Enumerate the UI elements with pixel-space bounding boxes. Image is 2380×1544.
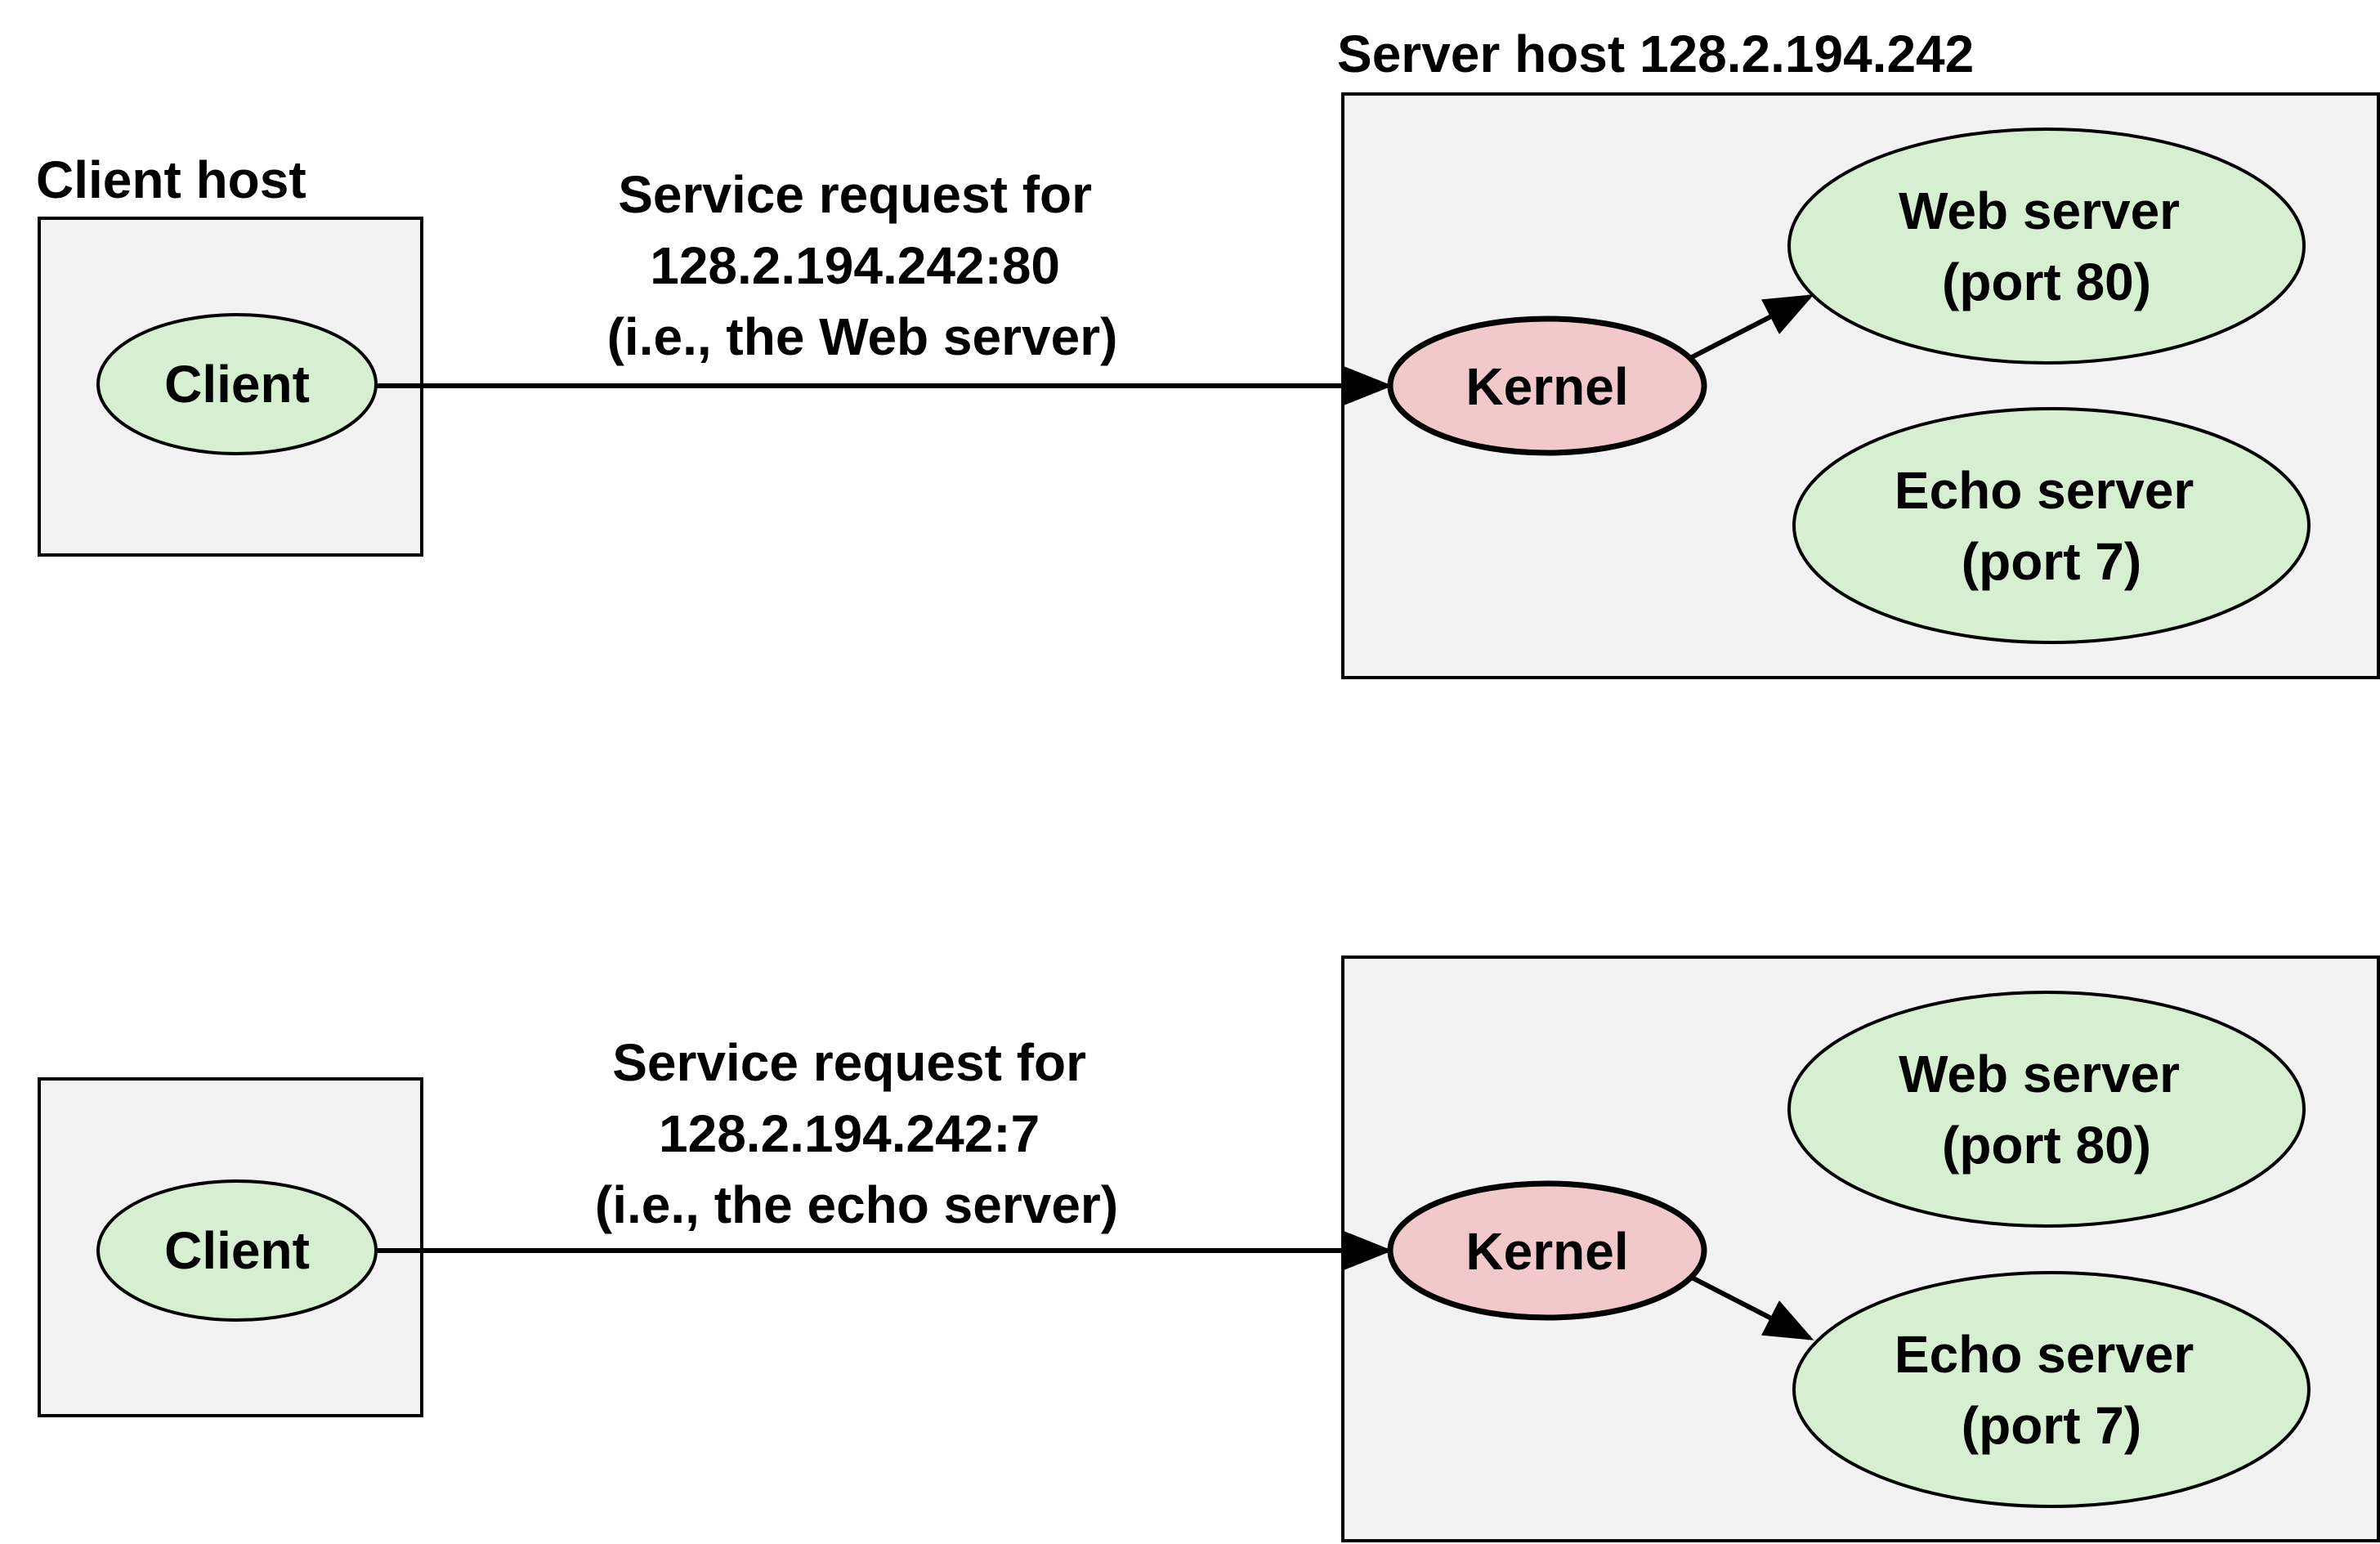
kernel-label: Kernel: [1465, 357, 1628, 416]
web-server-node: [1787, 991, 2306, 1228]
request-line-2: 128.2.194.242:7: [659, 1104, 1040, 1163]
service-request-label: Service request for 128.2.194.242:7 (i.e…: [595, 1033, 1118, 1234]
web-server-node: [1787, 128, 2306, 365]
service-request-label: Service request for 128.2.194.242:80 (i.…: [607, 165, 1118, 366]
echo-server-node: [1792, 407, 2311, 644]
echo-server-line-1: Echo server: [1895, 461, 2194, 520]
top-scenario: Client host Server host 128.2.194.242 Cl…: [36, 25, 2380, 679]
client-label: Client: [164, 1221, 310, 1280]
request-line-1: Service request for: [612, 1033, 1086, 1092]
request-line-1: Service request for: [618, 165, 1092, 224]
request-line-3: (i.e., the Web server): [607, 307, 1118, 366]
web-server-label: Web server (port 80): [1899, 181, 2194, 311]
web-server-label: Web server (port 80): [1899, 1045, 2194, 1175]
kernel-label: Kernel: [1465, 1222, 1628, 1281]
echo-server-node: [1792, 1271, 2311, 1508]
client-label: Client: [164, 355, 310, 414]
web-server-line-1: Web server: [1899, 181, 2180, 240]
kernel-node: [1387, 316, 1707, 456]
echo-server-line-2: (port 7): [1962, 532, 2141, 591]
bottom-scenario: Client Service request for 128.2.194.242…: [38, 955, 2380, 1542]
web-server-line-2: (port 80): [1942, 1116, 2151, 1175]
kernel-node: [1387, 1180, 1707, 1321]
client-host-label: Client host: [36, 150, 306, 209]
request-line-2: 128.2.194.242:80: [650, 236, 1060, 295]
kernel-to-echo-arrow: [1690, 1275, 1814, 1340]
kernel-to-web-arrow: [1690, 294, 1814, 360]
web-server-line-2: (port 80): [1942, 253, 2151, 311]
web-server-line-1: Web server: [1899, 1045, 2180, 1103]
request-line-3: (i.e., the echo server): [595, 1175, 1118, 1234]
echo-server-label: Echo server (port 7): [1895, 1325, 2208, 1455]
echo-server-label: Echo server (port 7): [1895, 461, 2208, 591]
server-host-label: Server host 128.2.194.242: [1337, 25, 1974, 83]
echo-server-line-1: Echo server: [1895, 1325, 2194, 1384]
echo-server-line-2: (port 7): [1962, 1396, 2141, 1455]
